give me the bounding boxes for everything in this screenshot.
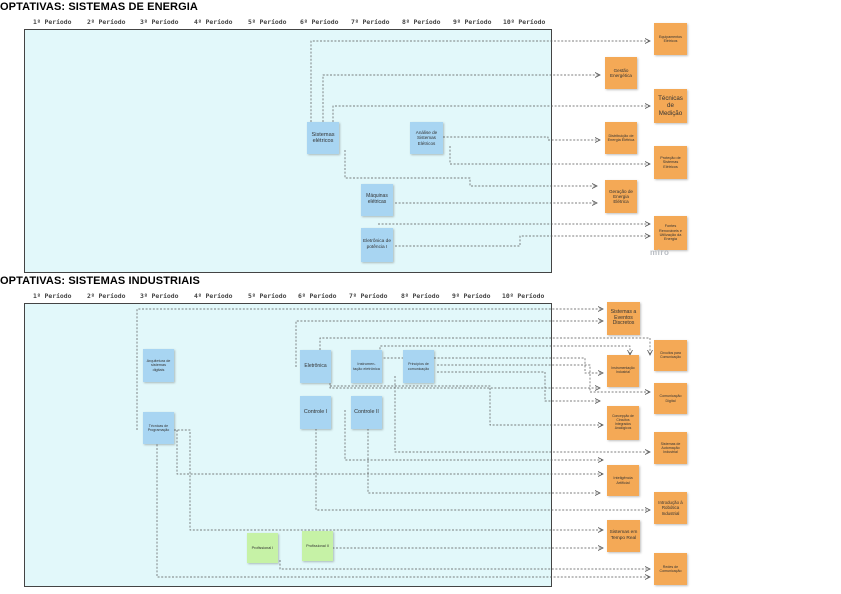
note-controle-1[interactable]: Controle I xyxy=(300,396,331,429)
period-label: 5º Período xyxy=(248,18,287,26)
note-equipamentos-eletricos[interactable]: Equipamentos Elétricos xyxy=(654,23,687,55)
note-instrumentacao-industrial[interactable]: Instrumentação Industrial xyxy=(607,355,639,387)
section-title-energia: OPTATIVAS: SISTEMAS DE ENERGIA xyxy=(0,1,198,13)
note-principios-comunicacao[interactable]: Princípios de comunicação xyxy=(403,350,434,383)
note-eletronica[interactable]: Eletrônica xyxy=(300,350,331,383)
period-label: 9º Período xyxy=(453,18,492,26)
period-label: 3º Período xyxy=(140,292,179,300)
period-label: 6º Período xyxy=(298,292,337,300)
note-instrumentacao-eletronica[interactable]: Instrumen-tação eletrônica xyxy=(351,350,382,383)
period-label: 2º Período xyxy=(87,18,126,26)
note-sistemas-eventos-discretos[interactable]: Sistemas a Eventos Discretos xyxy=(607,302,640,335)
note-sistemas-eletricos[interactable]: Sistemas elétricos xyxy=(307,122,339,154)
board-energia xyxy=(24,29,552,273)
note-fontes-renovaveis[interactable]: Fontes Renováveis e Utilização da Energi… xyxy=(654,216,687,250)
period-label: 1º Período xyxy=(33,18,72,26)
note-protecao-sistemas[interactable]: Proteção de Sistemas Elétricos xyxy=(654,146,687,179)
note-tecnicas-medicao[interactable]: Técnicas de Medição xyxy=(654,89,687,123)
period-label: 5º Período xyxy=(248,292,287,300)
note-profissional-1[interactable]: Profissional I xyxy=(247,533,278,563)
note-geracao-energia[interactable]: Geração de Energia Elétrica xyxy=(605,180,637,213)
note-arquitetura-sistemas-digitais[interactable]: Arquitetura de sistemas digitais xyxy=(143,349,174,382)
note-redes-comunicacao[interactable]: Redes de Comunicação xyxy=(654,553,687,585)
period-label: 4º Período xyxy=(194,292,233,300)
period-label: 2º Período xyxy=(87,292,126,300)
note-concepcao-circuitos[interactable]: Concepção de Circuitos Integrados Analóg… xyxy=(607,406,639,440)
note-analise-sistemas-eletricos[interactable]: Análise de Sistemas Elétricos xyxy=(410,122,443,154)
period-label: 4º Período xyxy=(194,18,233,26)
note-robotica-industrial[interactable]: Introdução à Robótica Industrial xyxy=(654,492,687,524)
period-label: 7º Período xyxy=(351,18,390,26)
section-title-industriais: OPTATIVAS: SISTEMAS INDUSTRIAIS xyxy=(0,275,200,287)
period-label: 8º Período xyxy=(402,18,441,26)
board-industriais xyxy=(24,303,552,587)
note-inteligencia-artificial[interactable]: Inteligência Artificial xyxy=(607,465,639,496)
note-maquinas-eletricas[interactable]: Máquinas elétricas xyxy=(361,184,393,216)
period-label: 1º Período xyxy=(33,292,72,300)
note-distribuicao-energia[interactable]: Distribuição de Energia Elétrica xyxy=(605,122,637,154)
period-label: 3º Período xyxy=(140,18,179,26)
note-automacao-industrial[interactable]: Sistemas de Automação Industrial xyxy=(654,432,687,464)
note-tecnicas-programacao[interactable]: Técnicas de Programação xyxy=(143,412,174,444)
note-controle-2[interactable]: Controle II xyxy=(351,396,382,429)
period-label: 10º Período xyxy=(502,292,545,300)
note-eletronica-potencia-1[interactable]: Eletrônica de potência I xyxy=(361,228,393,262)
note-circuitos-comunicacao[interactable]: Circuitos para Comunicação xyxy=(654,340,687,371)
note-comunicacao-digital[interactable]: Comunicação Digital xyxy=(654,383,687,414)
period-label: 8º Período xyxy=(401,292,440,300)
watermark: miro xyxy=(650,248,670,257)
period-label: 9º Período xyxy=(452,292,491,300)
note-gestao-energetica[interactable]: Gestão Energética xyxy=(605,57,637,89)
period-label: 7º Período xyxy=(349,292,388,300)
note-sistemas-tempo-real[interactable]: Sistemas em Tempo Real xyxy=(607,520,640,552)
period-label: 10º Período xyxy=(503,18,546,26)
period-label: 6º Período xyxy=(300,18,339,26)
note-profissional-2[interactable]: Profissional II xyxy=(302,531,333,561)
